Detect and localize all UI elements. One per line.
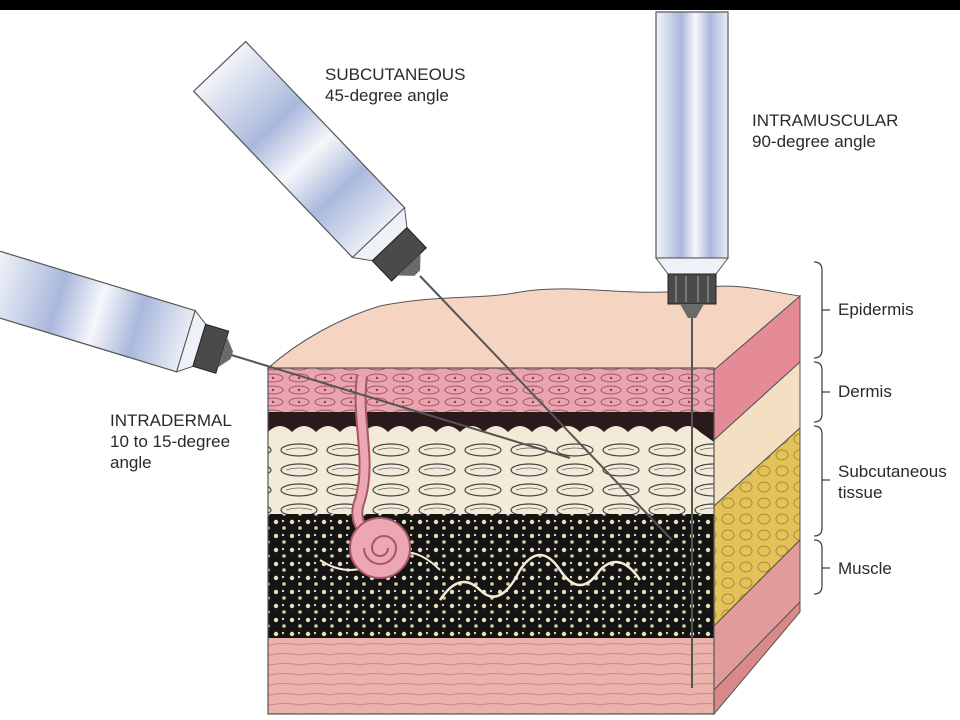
subcutaneous-title: SUBCUTANEOUS <box>325 65 466 84</box>
intramuscular-injection-label: INTRAMUSCULAR 90-degree angle <box>752 110 898 152</box>
layer-label-dermis: Dermis <box>838 382 892 401</box>
layer-label-muscle: Muscle <box>838 559 892 578</box>
intradermal-needle <box>227 353 571 459</box>
intradermal-title: INTRADERMAL <box>110 411 232 430</box>
intramuscular-syringe <box>655 11 729 318</box>
skin-top-surface <box>266 285 802 376</box>
intramuscular-angle: 90-degree angle <box>752 132 876 151</box>
layer-label-subcutaneous-tissue: Subcutaneous tissue <box>838 461 947 503</box>
layer-label-epidermis: Epidermis <box>838 300 914 319</box>
intramuscular-title: INTRAMUSCULAR <box>752 111 899 130</box>
intradermal-injection-label: INTRADERMAL 10 to 15-degree angle <box>110 410 232 473</box>
layer-brackets <box>813 261 830 595</box>
skin-block-side-face <box>713 294 801 716</box>
intradermal-angle-line2: angle <box>110 453 152 472</box>
skin-block-front-face <box>267 367 715 715</box>
subcutaneous-syringe <box>192 40 428 282</box>
intradermal-syringe <box>0 249 233 374</box>
layer-label-subcutaneous-line1: Subcutaneous <box>838 462 947 481</box>
intradermal-angle-line1: 10 to 15-degree <box>110 432 231 451</box>
sweat-gland-illustration <box>349 375 411 579</box>
top-black-bar <box>0 0 960 10</box>
subcutaneous-injection-label: SUBCUTANEOUS 45-degree angle <box>325 64 465 106</box>
subcutaneous-needle <box>419 275 673 541</box>
layer-label-subcutaneous-line2: tissue <box>838 483 883 502</box>
subcutaneous-angle: 45-degree angle <box>325 86 449 105</box>
